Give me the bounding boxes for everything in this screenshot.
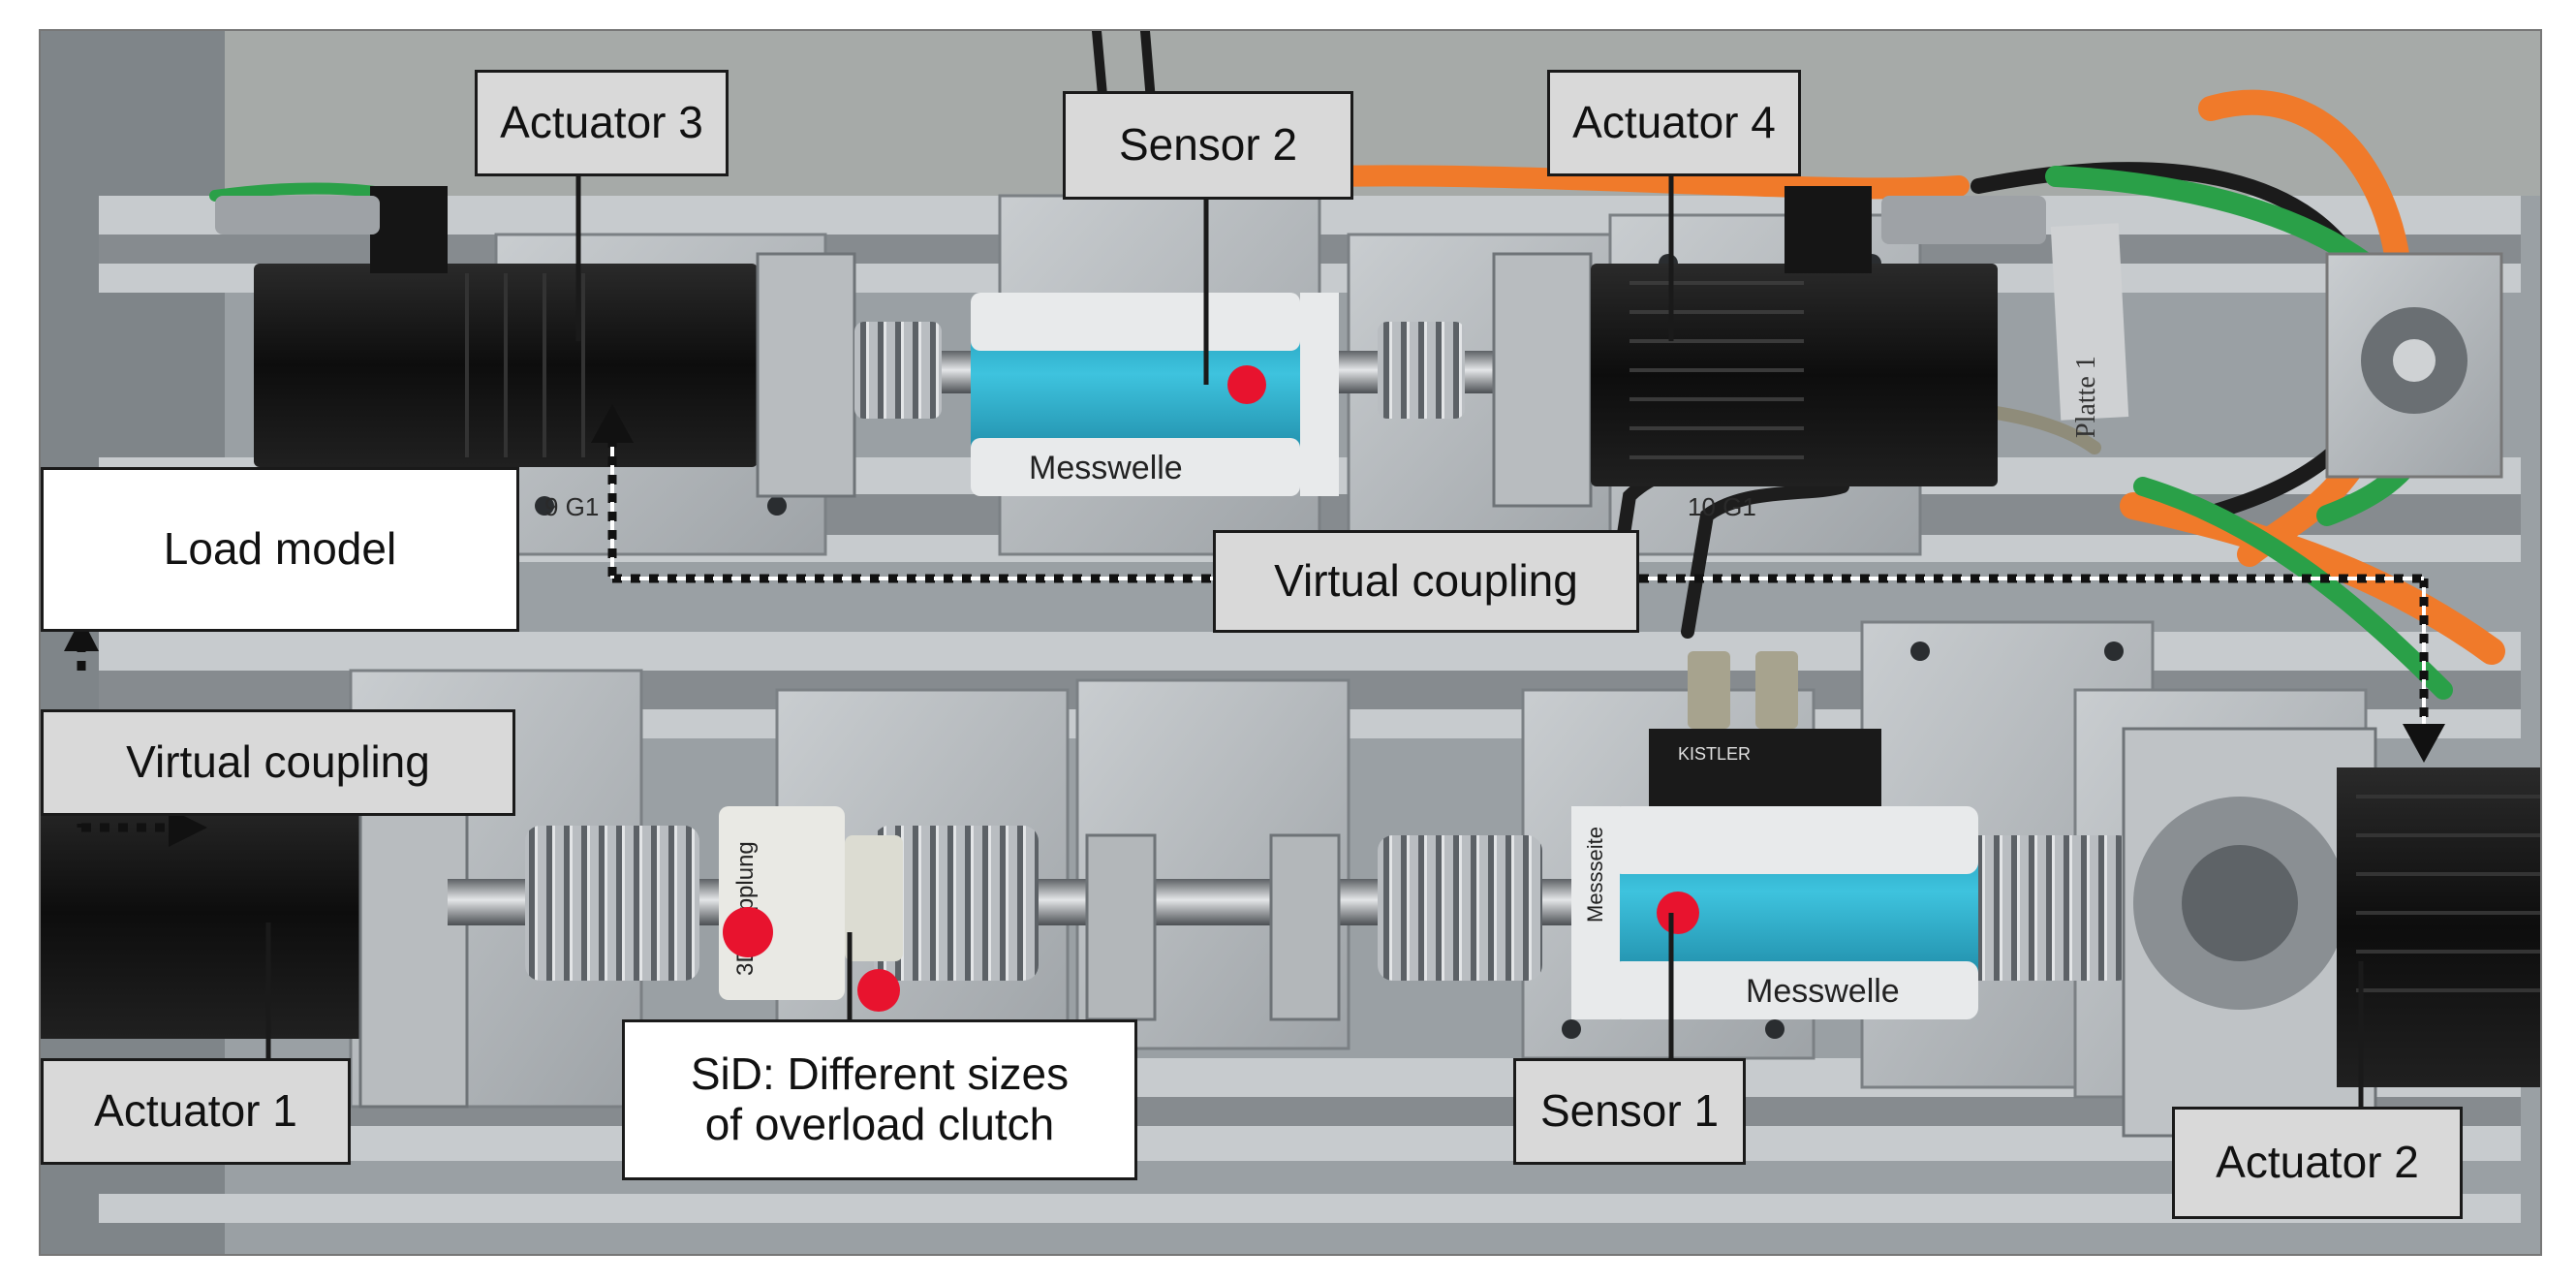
sensor-2-brand-text: Messwelle	[1029, 450, 1183, 486]
label-sensor-1: Sensor 1	[1513, 1058, 1746, 1165]
sensor-1-brand-text: Messwelle	[1746, 973, 1900, 1010]
bracket-label-right: 10 G1	[1688, 492, 1756, 521]
label-sid-overload-clutch: SiD: Different sizes of overload clutch	[622, 1019, 1137, 1180]
label-actuator-1: Actuator 1	[41, 1058, 351, 1165]
handwritten-plate-note: Platte 1	[2071, 356, 2101, 438]
label-sensor-2: Sensor 2	[1063, 91, 1353, 200]
label-actuator-3: Actuator 3	[475, 70, 729, 176]
label-virtual-coupling-left: Virtual coupling	[41, 709, 515, 816]
label-virtual-coupling-right: Virtual coupling	[1213, 530, 1639, 633]
label-actuator-4: Actuator 4	[1547, 70, 1801, 176]
amplifier-brand-text: KISTLER	[1678, 744, 1751, 764]
sensor-1-side-text: Messseite	[1583, 827, 1607, 923]
test-bench-scene: Messwelle 10 G1 9 G1 3D Kupplung KISTLER	[41, 31, 2540, 1254]
label-load-model: Load model	[41, 467, 519, 632]
bracket-label-left: 9 G1	[544, 492, 599, 521]
label-actuator-2: Actuator 2	[2172, 1107, 2463, 1219]
test-bench-photo: Messwelle 10 G1 9 G1 3D Kupplung KISTLER	[39, 29, 2542, 1256]
